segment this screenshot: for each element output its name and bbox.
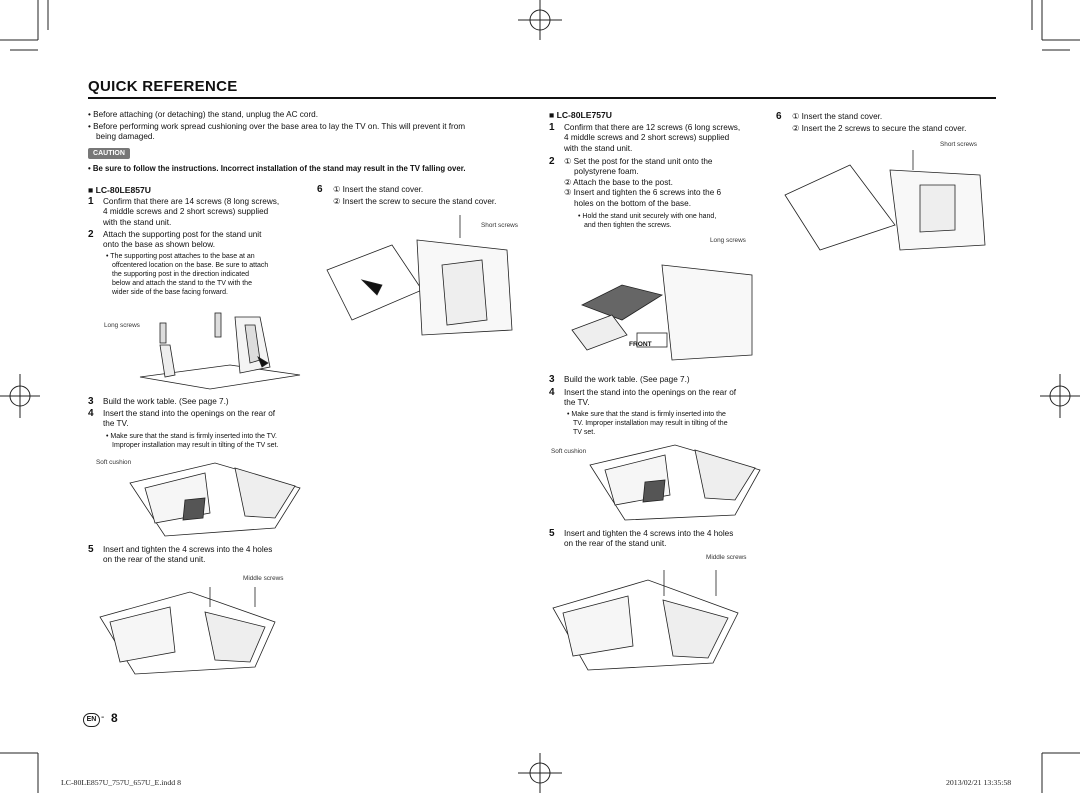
page-number: 8 [111,711,118,725]
soft-cushion-label: Soft cushion [96,459,132,466]
model-header-857: ■ LC-80LE857U [88,185,151,195]
step2-text: Attach the supporting post for the stand… [103,230,262,250]
r-long-screws-label: Long screws [710,237,746,244]
caution-text: • Be sure to follow the instructions. In… [88,164,466,173]
step5-text: Insert and tighten the 4 screws into the… [103,545,273,565]
figure-tighten-screws-757 [552,570,739,671]
step2-notes: • The supporting post attaches to the ba… [106,253,269,296]
step-number: 1 [549,122,555,133]
middle-screws-label: Middle screws [243,575,284,582]
page-dash: - [101,712,105,723]
step-number: 5 [88,544,94,555]
r-step1-text: Confirm that there are 12 screws (6 long… [564,123,741,153]
r-step2a-text: ① Set the post for the stand unit onto t… [564,157,722,208]
r-step6a-text: ① Insert the stand cover. [792,112,883,121]
r-short-screws-label: Short screws [940,141,977,148]
r-step2-notes: • Hold the stand unit securely with one … [578,213,717,229]
step3-text: Build the work table. (See page 7.) [103,397,229,406]
caution-badge: CAUTION [88,148,130,159]
step-number: 6 [317,184,323,195]
intro-bullet-2-cont: being damaged. [96,132,155,141]
figure-attach-post-857 [139,312,301,390]
footer-filename: LC-80LE857U_757U_657U_E.indd 8 [61,778,181,787]
step4-text: Insert the stand into the openings on th… [103,409,276,429]
title-rule [88,97,996,99]
step4-notes: • Make sure that the stand is firmly ins… [106,433,279,449]
r-step6b-text: ② Insert the 2 screws to secure the stan… [792,124,967,133]
figure-insert-stand-757 [589,444,761,521]
step6a-text: ① Insert the stand cover. [333,185,424,194]
step6b-text: ② Insert the screw to secure the stand c… [333,197,497,206]
r-middle-screws-label: Middle screws [706,554,747,561]
r-step5-text: Insert and tighten the 4 screws into the… [564,529,734,549]
long-screws-label: Long screws [104,322,140,329]
model-header-757: ■ LC-80LE757U [549,110,612,120]
intro-bullet-1: • Before attaching (or detaching) the st… [88,110,318,119]
page-title: QUICK REFERENCE [88,78,238,95]
step-number: 2 [549,156,555,167]
step-number: 4 [88,408,94,419]
figure-stand-cover-857 [326,215,513,336]
figure-tighten-screws-857 [99,587,276,675]
step-number: 4 [549,387,555,398]
figure-attach-base-757 [571,264,753,361]
figure-insert-stand-857 [129,462,301,537]
r-step3-text: Build the work table. (See page 7.) [564,375,690,384]
figure-stand-cover-757 [784,150,986,251]
step-number: 3 [88,396,94,407]
language-badge: EN [83,713,100,727]
step-number: 2 [88,229,94,240]
step-number: 3 [549,374,555,385]
step-number: 5 [549,528,555,539]
step-number: 1 [88,196,94,207]
short-screws-label: Short screws [481,222,518,229]
r-soft-cushion-label: Soft cushion [551,448,587,455]
step1-text: Confirm that there are 14 screws (8 long… [103,197,280,227]
r-step4-notes: • Make sure that the stand is firmly ins… [567,411,728,436]
footer-timestamp: 2013/02/21 13:35:58 [946,778,1012,787]
intro-bullet-2: • Before performing work spread cushioni… [88,122,466,131]
r-step4-text: Insert the stand into the openings on th… [564,388,737,408]
step-number: 6 [776,111,782,122]
front-label: FRONT [629,341,652,348]
